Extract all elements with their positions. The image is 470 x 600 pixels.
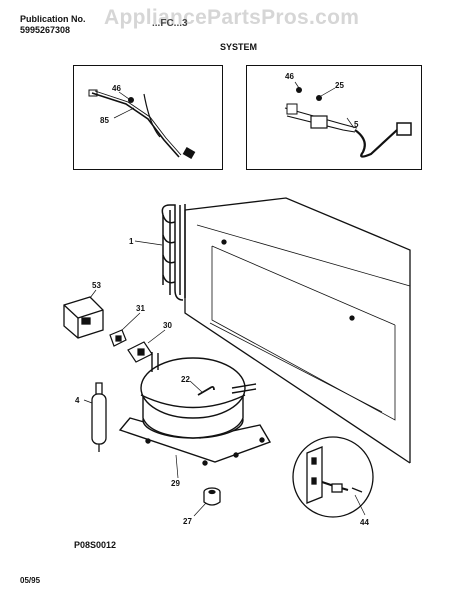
callout-27: 27 [183, 517, 192, 526]
callout-46-right: 46 [285, 72, 294, 81]
screw-46-mark [128, 97, 134, 103]
relay [127, 341, 153, 363]
callout-53: 53 [92, 281, 101, 290]
callout-4: 4 [75, 396, 80, 405]
watermark: AppliancePartsPros.com [104, 6, 360, 29]
overload [109, 329, 127, 347]
callout-30: 30 [163, 321, 172, 330]
callout-25: 25 [335, 81, 344, 90]
outlet-detail [292, 436, 374, 518]
callout-31: 31 [136, 304, 145, 313]
callout-44: 44 [360, 518, 369, 527]
compressor [118, 352, 272, 466]
callout-1: 1 [129, 237, 134, 246]
wiring-harness-drawing: 46 85 [88, 84, 196, 159]
power-cord-drawing: 46 25 5 [284, 72, 412, 158]
section-title: SYSTEM [220, 42, 258, 52]
callout-85: 85 [100, 116, 109, 125]
relay-cover [63, 296, 104, 339]
inset-wiring-harness: 46 85 [73, 65, 223, 170]
inset-power-cord: 46 25 5 [246, 65, 422, 170]
publication-number: 5995267308 [20, 25, 71, 35]
publication-label: Publication No. [20, 14, 86, 24]
grommet [203, 487, 221, 506]
condenser-coil [161, 204, 186, 301]
callout-29: 29 [171, 479, 180, 488]
callout-5: 5 [354, 120, 359, 129]
callout-46-left: 46 [112, 84, 121, 93]
drier [91, 382, 107, 452]
diagram-code: P08S0012 [74, 540, 117, 550]
model-number: ...FC...3 [152, 18, 188, 29]
callout-22: 22 [181, 375, 190, 384]
date-code: 05/95 [20, 576, 41, 585]
